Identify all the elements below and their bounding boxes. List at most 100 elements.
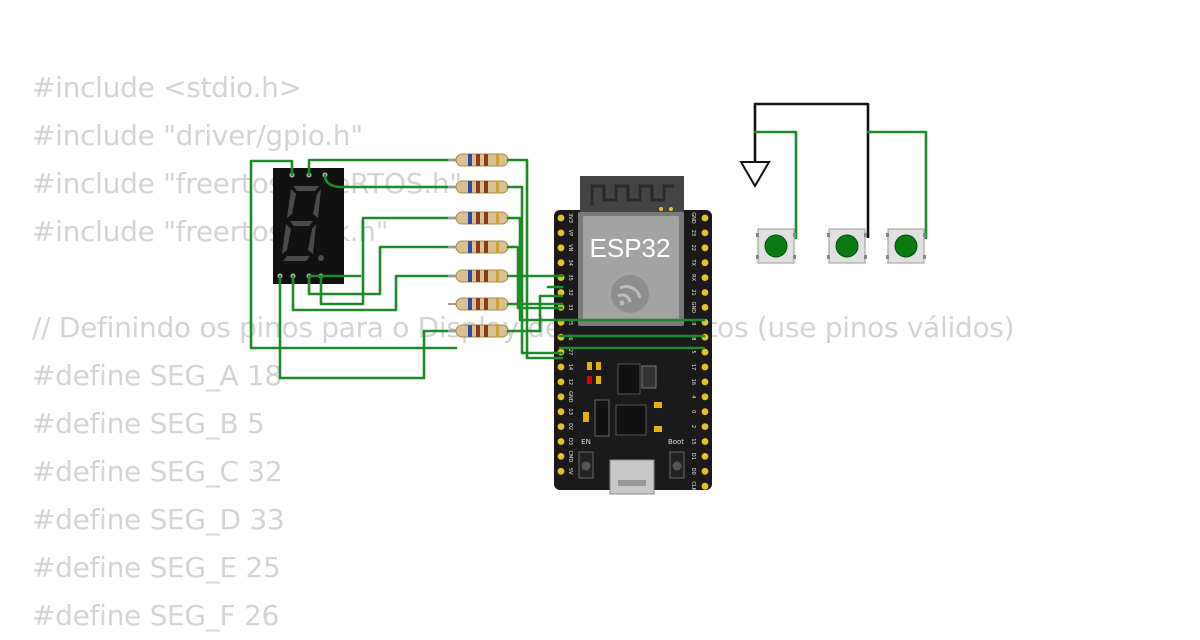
board-pin[interactable]: [701, 274, 709, 281]
code-line: #define SEG_C 32: [32, 455, 283, 488]
pushbutton[interactable]: [827, 228, 867, 264]
resistor[interactable]: [448, 180, 514, 194]
pin-label: 15: [690, 438, 696, 444]
board-pin[interactable]: [557, 378, 565, 386]
board-pin[interactable]: [701, 453, 709, 460]
board-pin[interactable]: [557, 244, 565, 252]
board-pin[interactable]: [557, 467, 565, 475]
espressif-logo-icon: [611, 275, 649, 313]
board-pin[interactable]: [701, 348, 709, 356]
board-pin[interactable]: [701, 214, 709, 222]
pin-label: 23: [690, 230, 696, 236]
code-line: #define SEG_E 25: [32, 551, 281, 584]
board-pin[interactable]: [701, 378, 709, 386]
en-button[interactable]: EN: [578, 438, 594, 479]
pin-label: 12: [567, 379, 573, 385]
en-label: EN: [581, 438, 591, 446]
pin-label: RX: [690, 274, 696, 281]
ground-symbol-icon: [739, 161, 771, 188]
pin-label: 32: [567, 289, 573, 295]
pin-label: 22: [690, 245, 696, 251]
pin-label: 3V3: [567, 213, 573, 223]
code-line: #include <stdio.h>: [32, 71, 302, 104]
resistor[interactable]: [448, 269, 514, 283]
resistor[interactable]: [448, 324, 514, 338]
display-wires: [249, 158, 458, 380]
segment-digit-icon: [282, 186, 324, 261]
pin-label: 14: [567, 364, 573, 370]
pin-label: 0: [690, 410, 696, 413]
board-pin[interactable]: [701, 304, 709, 311]
board-pin[interactable]: [557, 453, 565, 460]
board-pin[interactable]: [701, 229, 709, 237]
pin-label: 16: [690, 379, 696, 385]
boot-label: Boot: [668, 438, 684, 446]
resistor[interactable]: [448, 153, 514, 167]
esp32-board[interactable]: ESP32 EN Boot: [554, 176, 712, 495]
pin-label: 21: [690, 289, 696, 295]
button-wires: [753, 102, 928, 240]
board-pin[interactable]: [557, 289, 565, 296]
pin-label: GND: [690, 212, 696, 224]
board-pin[interactable]: [701, 467, 709, 475]
pin-label: CLK: [690, 481, 696, 491]
resistor-array: [448, 153, 514, 338]
resistor-to-board-wires: [506, 158, 706, 360]
resistor[interactable]: [448, 211, 514, 225]
seven-segment-display[interactable]: [273, 168, 344, 284]
resistor[interactable]: [448, 297, 514, 311]
code-line: #define SEG_B 5: [32, 407, 265, 440]
board-pin[interactable]: [557, 423, 565, 430]
board-pin[interactable]: [557, 259, 565, 267]
code-line: #include "driver/gpio.h": [32, 119, 363, 152]
pin-label: CMD: [567, 451, 573, 463]
code-line: #define SEG_F 26: [32, 599, 279, 632]
pin-label: 33: [567, 304, 573, 310]
pin-label: TX: [690, 258, 696, 266]
antenna-module: [580, 176, 684, 216]
pin-label: GND: [690, 302, 696, 314]
pin-label: VN: [567, 244, 573, 251]
board-pin[interactable]: [557, 393, 565, 401]
pushbutton[interactable]: [756, 228, 796, 264]
resistor[interactable]: [448, 240, 514, 254]
pin-label: 13: [567, 409, 573, 415]
pin-label: D3: [567, 438, 573, 445]
code-line: #define SEG_A 18: [32, 359, 283, 392]
board-pin[interactable]: [557, 438, 565, 445]
antenna-trace-icon: [590, 184, 674, 206]
board-pin[interactable]: [701, 244, 709, 252]
pin-label: 5: [690, 351, 696, 354]
pin-label: VP: [567, 230, 573, 236]
board-pin[interactable]: [701, 423, 709, 430]
pin-label: 27: [567, 349, 573, 355]
pin-label: 34: [567, 260, 573, 266]
board-pin[interactable]: [701, 393, 709, 401]
board-pin[interactable]: [557, 214, 565, 222]
pushbutton[interactable]: [886, 228, 926, 264]
pin-label: 25: [567, 319, 573, 325]
pin-label: 17: [690, 364, 696, 370]
board-pin[interactable]: [701, 259, 709, 267]
board-pin[interactable]: [557, 229, 565, 237]
pin-label: 35: [567, 274, 573, 280]
board-pin[interactable]: [557, 408, 565, 416]
pin-label: 19: [690, 319, 696, 325]
board-pin[interactable]: [701, 438, 709, 445]
board-pin[interactable]: [701, 408, 709, 416]
pushbutton-group: [756, 228, 926, 264]
pin-label: D1: [690, 453, 696, 460]
boot-button[interactable]: Boot: [668, 438, 685, 479]
board-pin[interactable]: [701, 482, 709, 490]
board-pin[interactable]: [701, 289, 709, 296]
board-pin[interactable]: [701, 363, 709, 371]
pin-label: D0: [690, 468, 696, 475]
pin-label: 2: [690, 425, 696, 428]
board-label: ESP32: [590, 233, 671, 263]
board-pin[interactable]: [557, 363, 565, 371]
pin-label: 4: [690, 395, 696, 398]
pin-label: 5V: [567, 468, 573, 475]
code-line: #define SEG_D 33: [32, 503, 285, 536]
pin-label: D2: [567, 423, 573, 430]
pin-label: GND: [567, 391, 573, 403]
